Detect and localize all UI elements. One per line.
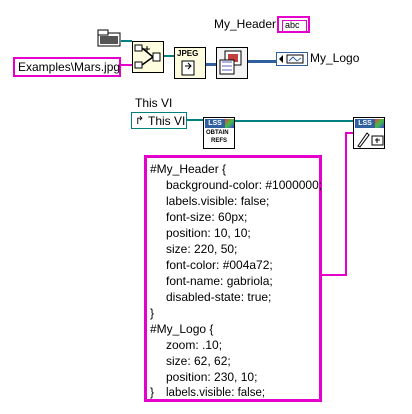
stylesheet-line: disabled-state: true; — [166, 290, 272, 304]
read-jpeg-node[interactable]: JPEG — [174, 47, 206, 79]
stylesheet-line: #My_Header { — [150, 162, 227, 176]
image-data-wire — [206, 63, 216, 66]
built-path-wire — [164, 55, 174, 57]
image-path-value: Examples\Mars.jpg — [18, 60, 121, 74]
build-path-node[interactable] — [132, 41, 164, 73]
stylesheet-line: zoom: .10; — [166, 338, 223, 352]
logo-picture-terminal[interactable] — [276, 52, 308, 66]
stylesheet-closing-brace: } — [150, 385, 155, 399]
jpeg-node-label: JPEG — [177, 49, 199, 58]
stylesheet-line: font-size: 60px; — [166, 210, 248, 224]
obtain-refs-line1: OBTAIN — [206, 130, 229, 136]
image-path-constant[interactable]: Examples\Mars.jpg — [13, 57, 121, 77]
apply-style-node[interactable]: LSS — [353, 117, 385, 149]
logo-terminal-label: My_Logo — [310, 51, 360, 65]
obtain-refs-line2: REFS — [211, 138, 228, 144]
stylesheet-string-constant[interactable]: #My_Header { background-color: #1000000;… — [144, 155, 322, 402]
folder-icon[interactable] — [97, 29, 121, 47]
apply-style-color-icon — [375, 119, 384, 128]
stylesheet-line: size: 220, 50; — [166, 242, 238, 256]
stylesheet-wire-in — [345, 132, 353, 134]
folder-wire — [121, 40, 132, 42]
draw-picture-node[interactable] — [216, 47, 248, 79]
string-type-icon: abc — [282, 20, 307, 32]
apply-style-badge: LSS — [355, 119, 375, 128]
vi-ref-label: This VI — [135, 96, 173, 110]
stylesheet-line: size: 62, 62; — [166, 354, 231, 368]
stylesheet-line: position: 230, 10; — [166, 370, 258, 384]
path-wire — [121, 64, 132, 66]
stylesheet-line: #My_Logo { — [150, 322, 214, 336]
stylesheet-wire-v — [345, 132, 347, 276]
stylesheet-line: position: 10, 10; — [166, 226, 251, 240]
vi-ref-wire — [187, 119, 203, 121]
header-terminal-label: My_Header — [214, 17, 277, 31]
stylesheet-line: font-color: #004a72; — [166, 258, 273, 272]
vi-ref-arrow-icon: ↱ — [135, 115, 145, 127]
stylesheet-wire-h — [322, 274, 346, 276]
string-type-glyph: abc — [285, 20, 300, 30]
picture-wire — [248, 60, 276, 63]
obtain-refs-badge: LSS — [205, 119, 225, 128]
this-vi-constant[interactable]: ↱ This VI — [131, 112, 187, 129]
stylesheet-line: background-color: #1000000; — [166, 178, 323, 192]
this-vi-value: This VI — [148, 114, 186, 128]
stylesheet-line: labels.visible: false; — [166, 387, 266, 399]
stylesheet-line: labels.visible: false; — [166, 194, 270, 208]
obtain-refs-color-icon — [225, 119, 234, 128]
stylesheet-line: font-name: gabriola; — [166, 274, 273, 288]
obtain-refs-node[interactable]: LSS OBTAIN REFS — [203, 117, 235, 149]
header-string-terminal[interactable]: abc — [277, 16, 310, 33]
refs-wire — [235, 120, 353, 122]
stylesheet-line: } — [150, 306, 155, 320]
